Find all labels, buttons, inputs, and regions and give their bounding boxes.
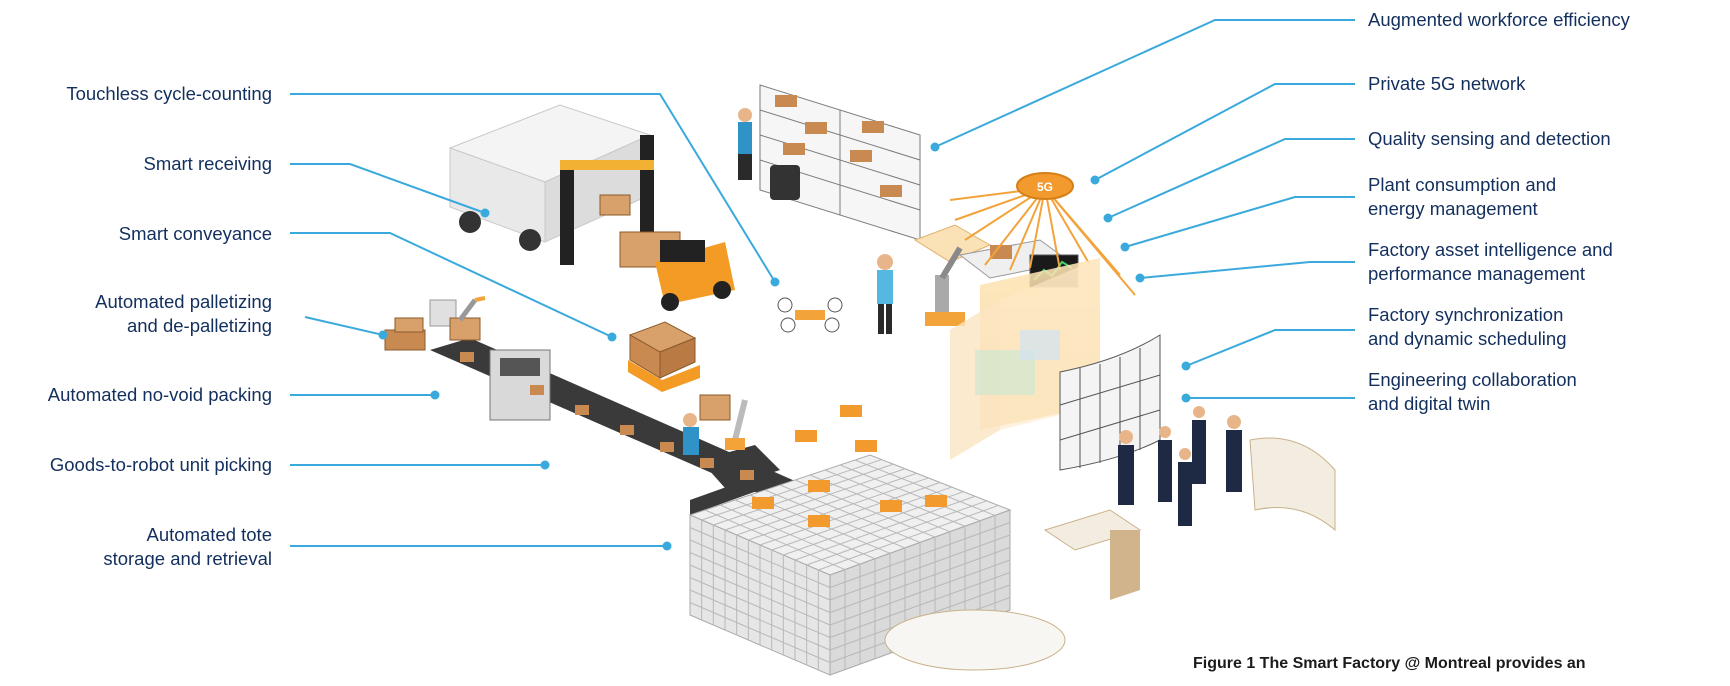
leader-no-void-packing-dot (430, 390, 440, 400)
leader-factory-asset (1139, 261, 1355, 279)
leader-smart-receiving (290, 163, 486, 214)
label-factory-synchronization: Factory synchronization and dynamic sche… (1368, 304, 1567, 349)
label-goods-to-robot-picking: Goods-to-robot unit picking (49, 454, 272, 475)
5g-antenna (1016, 172, 1074, 200)
label-smart-receiving: Smart receiving (143, 153, 272, 174)
conveyor-belt (430, 338, 820, 515)
leader-lines (290, 19, 1355, 551)
leader-plant-consumption (1124, 196, 1355, 248)
leader-touchless-cycle-counting-dot (770, 277, 780, 287)
truck-illustration (448, 104, 654, 265)
label-automated-tote-storage: Automated tote storage and retrieval (103, 524, 272, 569)
leader-augmented-workforce (934, 19, 1355, 148)
shelving-illustration (738, 84, 921, 241)
label-automated-palletizing: Automated palletizing and de-palletizing (95, 291, 272, 336)
leader-smart-conveyance (290, 232, 613, 338)
forklift-illustration (619, 231, 735, 311)
drone-illustration (777, 297, 843, 333)
leader-private-5g (1094, 83, 1355, 181)
leader-automated-palletizing (304, 316, 384, 336)
leader-factory-sync-dot (1181, 361, 1191, 371)
mobile-robot-illustration (628, 321, 700, 392)
label-automated-no-void-packing: Automated no-void packing (47, 384, 272, 405)
leader-smart-receiving-dot (480, 208, 490, 218)
palletizing-illustration (384, 296, 486, 351)
leader-quality-sensing-dot (1103, 213, 1113, 223)
label-quality-sensing: Quality sensing and detection (1368, 128, 1611, 149)
leader-factory-sync (1185, 329, 1355, 367)
leader-factory-asset-dot (1135, 273, 1145, 283)
label-touchless-cycle-counting: Touchless cycle-counting (66, 83, 272, 104)
leader-goods-to-robot-picking-dot (540, 460, 550, 470)
ar-worker-illustration (877, 254, 893, 334)
leader-plant-consumption-dot (1120, 242, 1130, 252)
leader-quality-sensing (1107, 138, 1355, 219)
label-augmented-workforce: Augmented workforce efficiency (1368, 9, 1630, 30)
5g-signal-rays (949, 187, 1136, 296)
leader-touchless-cycle-counting (290, 93, 776, 283)
picking-station-illustration (683, 394, 748, 455)
label-private-5g-network: Private 5G network (1368, 73, 1526, 94)
leader-engineering-collab-dot (1181, 393, 1191, 403)
leader-automated-palletizing-dot (378, 330, 388, 340)
5g-badge-label: 5G (1037, 180, 1053, 194)
label-factory-asset-intelligence: Factory asset intelligence and performan… (1368, 239, 1613, 284)
leader-augmented-workforce-dot (930, 142, 940, 152)
leader-tote-storage-dot (662, 541, 672, 551)
label-smart-conveyance: Smart conveyance (118, 223, 272, 244)
leader-private-5g-dot (1090, 175, 1100, 185)
label-engineering-collaboration: Engineering collaboration and digital tw… (1368, 369, 1577, 414)
label-plant-consumption: Plant consumption and energy management (1368, 174, 1557, 219)
figure-caption: Figure 1 The Smart Factory @ Montreal pr… (1193, 655, 1586, 672)
office-area-illustration (884, 406, 1336, 671)
tote-storage-grid (688, 405, 1012, 676)
leader-smart-conveyance-dot (607, 332, 617, 342)
